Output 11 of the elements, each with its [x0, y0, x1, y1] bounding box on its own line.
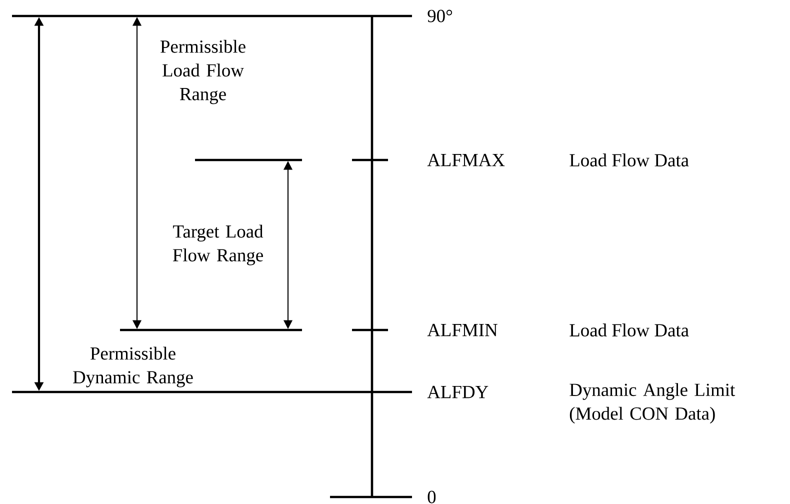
level-label: 90°	[428, 10, 452, 22]
note-label: Load Flow Data	[570, 324, 689, 336]
level-label: ALFMAX	[427, 154, 505, 166]
range-label: Target Load Flow Range	[172, 224, 264, 266]
note-label: Load Flow Data	[570, 154, 689, 166]
level-label: 0	[428, 490, 436, 504]
range-label: Permissible Load Flow Range	[160, 40, 246, 104]
level-label: ALFMIN	[427, 324, 498, 336]
note-label: Dynamic Angle Limit (Model CON Data)	[570, 383, 736, 424]
range-label: Permissible Dynamic Range	[73, 346, 193, 388]
level-label: ALFDY	[427, 386, 488, 398]
